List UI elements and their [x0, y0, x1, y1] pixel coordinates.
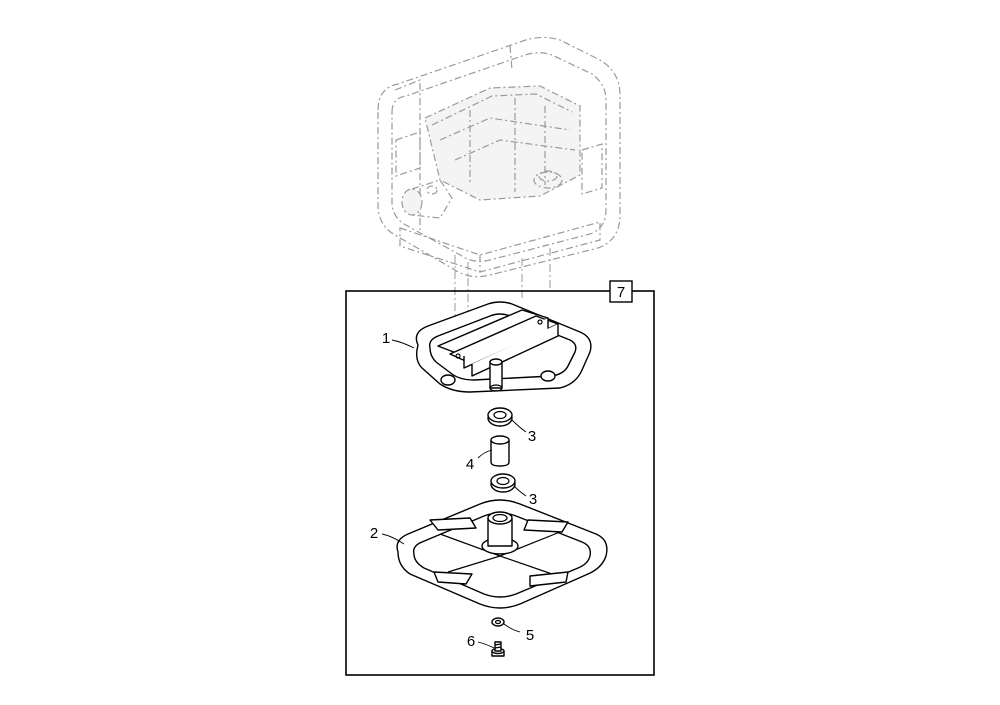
callout-1: 1 [382, 330, 390, 347]
callout-3-upper: 3 [528, 428, 536, 445]
part-base-frame[interactable] [396, 499, 608, 609]
callout-4: 4 [466, 456, 474, 473]
callout-labels: 1 3 4 3 2 5 6 [370, 330, 537, 650]
part-upper-frame[interactable] [415, 301, 592, 393]
part-washer[interactable] [491, 617, 505, 627]
part-bolt[interactable] [491, 641, 505, 657]
part-bearing-upper[interactable] [487, 407, 513, 427]
part-bushing[interactable] [490, 435, 510, 467]
callout-3-lower: 3 [529, 491, 537, 508]
kit-boundary-box [345, 290, 655, 676]
callout-6: 6 [467, 633, 475, 650]
part-bearing-lower[interactable] [490, 473, 516, 493]
callout-2: 2 [370, 525, 378, 542]
ghost-engine-assembly [377, 36, 621, 330]
kit-number: 7 [617, 284, 625, 301]
leader-lines [381, 339, 527, 649]
kit-number-box [609, 280, 633, 303]
callout-5: 5 [526, 627, 534, 644]
